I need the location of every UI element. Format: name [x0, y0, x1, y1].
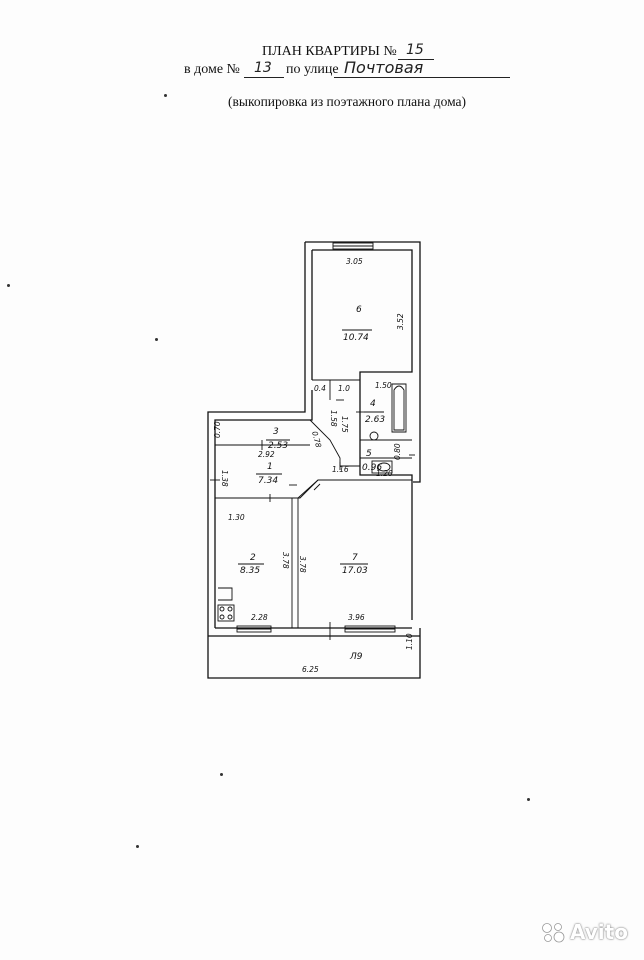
room-6-number: 6 — [356, 305, 362, 315]
scan-speck — [155, 338, 158, 341]
scan-speck — [527, 798, 530, 801]
dim-room6-length: 3.52 — [396, 313, 405, 330]
house-number: 13 — [254, 60, 272, 76]
dim-1-30: 1.30 — [228, 513, 245, 522]
apartment-number: 15 — [406, 42, 424, 58]
room-1-number: 1 — [267, 462, 273, 472]
stove-icon — [217, 604, 235, 622]
dim-room7-length: 3.78 — [298, 556, 307, 573]
house-number-underline — [244, 77, 284, 78]
dim-0-70: 0.70 — [213, 421, 222, 438]
room-7-area: 17.03 — [342, 566, 368, 576]
outer-walls — [207, 241, 421, 679]
dim-1-58: 1.58 — [329, 410, 338, 427]
kitchen-sink-icon — [218, 587, 233, 601]
dim-room2-width: 2.28 — [251, 613, 268, 622]
room-5-number: 5 — [366, 449, 372, 459]
room-3-area: 2.53 — [268, 441, 288, 451]
dim-room7-width: 3.96 — [348, 613, 365, 622]
avito-text: Avito — [570, 920, 628, 944]
plan-title-text: ПЛАН КВАРТИРЫ № — [262, 44, 397, 59]
dim-0-80: 0.80 — [393, 443, 402, 460]
scan-speck — [220, 773, 223, 776]
dim-balcony-width: 1.10 — [405, 633, 414, 650]
house-label: в доме № — [184, 62, 240, 77]
window-bottom-right — [344, 625, 396, 633]
dim-1-50: 1.50 — [375, 381, 392, 390]
avito-watermark: Avito — [540, 918, 640, 946]
street-name: Почтовая — [344, 58, 424, 77]
balcony-label: Л9 — [349, 652, 363, 662]
dim-1-75: 1.75 — [340, 416, 349, 433]
room-5-area: 0.96 — [362, 463, 382, 473]
dim-balcony-length: 6.25 — [302, 665, 319, 674]
room-7-number: 7 — [352, 553, 358, 563]
door-marks — [210, 399, 415, 640]
scan-speck — [164, 94, 167, 97]
room-4-area: 2.63 — [365, 415, 385, 425]
dim-room2-length: 3.78 — [281, 552, 290, 569]
dim-1-20: 1.20 — [376, 469, 393, 478]
window-top — [332, 242, 374, 250]
dim-0-78: 0.78 — [310, 430, 323, 449]
toilet-icon — [371, 460, 393, 474]
dim-0-4: 0.4 — [314, 384, 326, 393]
dim-1-0: 1.0 — [338, 384, 350, 393]
street-underline — [334, 77, 510, 78]
bathtub-icon — [391, 383, 407, 433]
avito-logo-icon — [542, 923, 565, 943]
dim-2-92: 2.92 — [258, 450, 275, 459]
room-4-number: 4 — [370, 399, 376, 409]
street-label: по улице — [286, 62, 339, 77]
room-2-number: 2 — [250, 553, 256, 563]
sink-icon — [369, 431, 379, 441]
room-6-area: 10.74 — [343, 333, 369, 343]
copy-note-text: (выкопировка из поэтажного плана дома) — [228, 94, 467, 109]
room-2-area: 8.35 — [240, 566, 260, 576]
scan-speck — [7, 284, 10, 287]
dim-room6-width: 3.05 — [346, 257, 363, 266]
apartment-number-underline — [398, 59, 434, 60]
dim-1-38: 1.38 — [220, 470, 229, 487]
room-3-number: 3 — [273, 427, 279, 437]
interior-walls — [215, 379, 412, 628]
room-1-area: 7.34 — [258, 476, 278, 486]
window-bottom-left — [236, 625, 272, 633]
scan-speck — [136, 845, 139, 848]
dim-1-16: 1.16 — [332, 465, 349, 474]
